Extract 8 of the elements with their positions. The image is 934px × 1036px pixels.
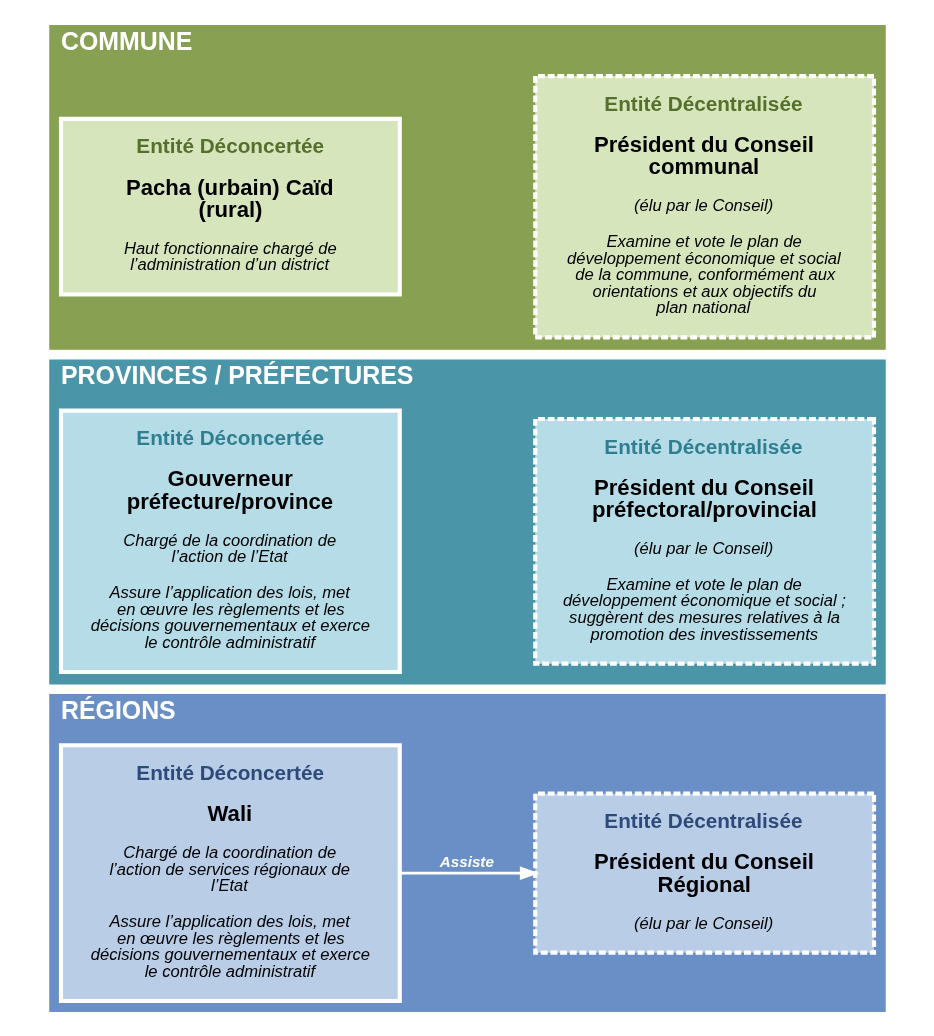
node-box: Entité Décentralisée Président du Conseil communal (élu par le Conseil) Examine et vote le plan de développement économique et social de la commune, conformément aux orientations et aux objectifs du plan national: [532, 73, 876, 339]
node-box: Entité Décentralisée Président du Conseil Régional (élu par le Conseil): [532, 791, 876, 955]
node-box: Entité Décentralisée Président du Conseil préfectoral/provincial (élu par le Conseil) Examine et vote le plan de développement économique et social ; suggèrent des mesures relatives à la promotion des investissements: [532, 416, 876, 666]
node-box: Entité Déconcertée Gouverneur préfecture/province Chargé de la coordination de l’action de l’Etat Assure l’application des lois, met en œuvre les règlements et les décisions gouvernementaux et exerce le contrôle administratif: [58, 408, 402, 674]
edge-label: Assiste: [439, 852, 494, 870]
node-box: Entité Déconcertée Pacha (urbain) Caïd (rural) Haut fonctionnaire chargé de l’administration d’un district: [58, 116, 402, 297]
arrow: [399, 865, 539, 880]
node-box: Entité Déconcertée Wali Chargé de la coordination de l’action de services régionaux de l’Etat Assure l’application des lois, met en œuvre les règlements et les décisions gouvernementaux et exerce le contrôle administratif: [58, 742, 402, 1003]
